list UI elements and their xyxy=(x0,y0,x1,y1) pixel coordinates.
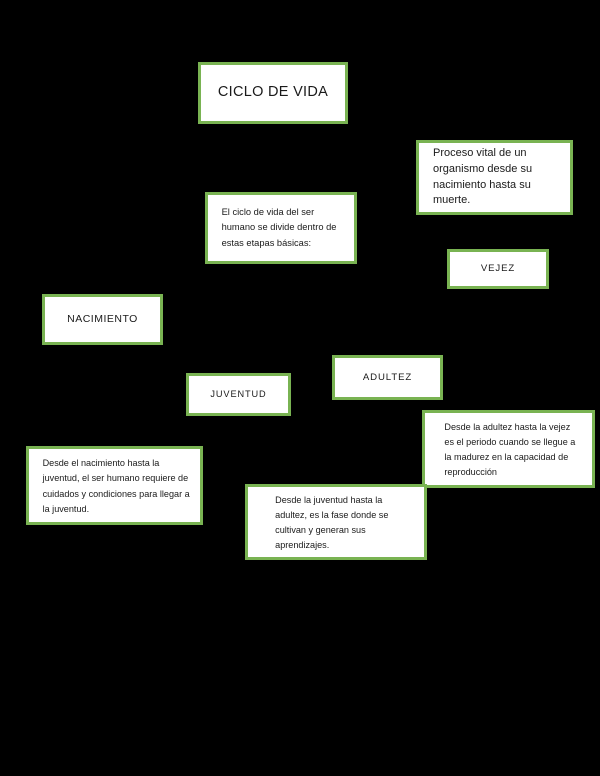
node-proceso-vital[interactable]: Proceso vital de un organismo desde su n… xyxy=(416,140,573,215)
node-nacimiento-a-juventud[interactable]: Desde el nacimiento hasta la juventud, e… xyxy=(26,446,203,525)
node-ciclo-de-vida-label: CICLO DE VIDA xyxy=(217,84,329,101)
node-vejez-label: VEJEZ xyxy=(480,263,516,275)
node-juventud[interactable]: JUVENTUD xyxy=(186,373,291,416)
node-juventud-a-adultez-label: Desde la juventud hasta la adultez, es l… xyxy=(275,493,389,551)
node-nacimiento[interactable]: NACIMIENTO xyxy=(42,294,163,345)
node-nacimiento-label: NACIMIENTO xyxy=(67,313,138,326)
node-juventud-label: JUVENTUD xyxy=(210,388,267,399)
node-adultez-a-vejez-label: Desde la adultez hasta la vejez es el pe… xyxy=(444,420,576,478)
node-etapas-basicas-label: El ciclo de vida del ser humano se divid… xyxy=(221,206,337,249)
node-nacimiento-a-juventud-label: Desde el nacimiento hasta la juventud, e… xyxy=(42,457,190,514)
node-vejez[interactable]: VEJEZ xyxy=(447,249,549,289)
node-juventud-a-adultez[interactable]: Desde la juventud hasta la adultez, es l… xyxy=(245,484,427,560)
node-adultez[interactable]: ADULTEZ xyxy=(332,355,443,400)
node-proceso-vital-label: Proceso vital de un organismo desde su n… xyxy=(433,147,533,207)
node-etapas-basicas[interactable]: El ciclo de vida del ser humano se divid… xyxy=(205,192,357,264)
node-ciclo-de-vida[interactable]: CICLO DE VIDA xyxy=(198,62,348,124)
node-adultez-a-vejez[interactable]: Desde la adultez hasta la vejez es el pe… xyxy=(422,410,595,488)
node-adultez-label: ADULTEZ xyxy=(362,371,413,383)
